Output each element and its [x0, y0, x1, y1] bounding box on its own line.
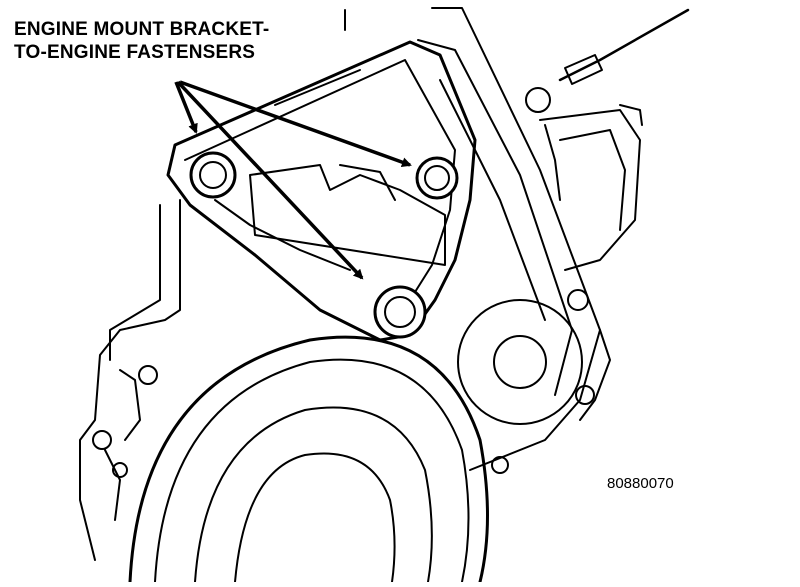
bolt-head-lower [373, 285, 427, 339]
bolt-head-left [189, 151, 237, 199]
callout-arrows [174, 80, 412, 280]
callout-label: ENGINE MOUNT BRACKET- TO-ENGINE FASTENSE… [14, 18, 269, 64]
right-components [525, 8, 690, 421]
idler-pulley [457, 299, 583, 425]
figure-number: 80880070 [607, 475, 674, 492]
callout-line-2: TO-ENGINE FASTENSERS [14, 42, 256, 63]
callout-line-1: ENGINE MOUNT BRACKET- [14, 19, 270, 40]
bolt-head-right [415, 156, 459, 200]
arrow-to-right-bolt [179, 80, 412, 167]
arrow-to-left-bolt [174, 81, 198, 134]
engine-block [79, 199, 181, 561]
crankshaft-pulley [128, 335, 489, 584]
arrow-to-lower-bolt [176, 80, 364, 280]
block-bolts [92, 365, 509, 478]
